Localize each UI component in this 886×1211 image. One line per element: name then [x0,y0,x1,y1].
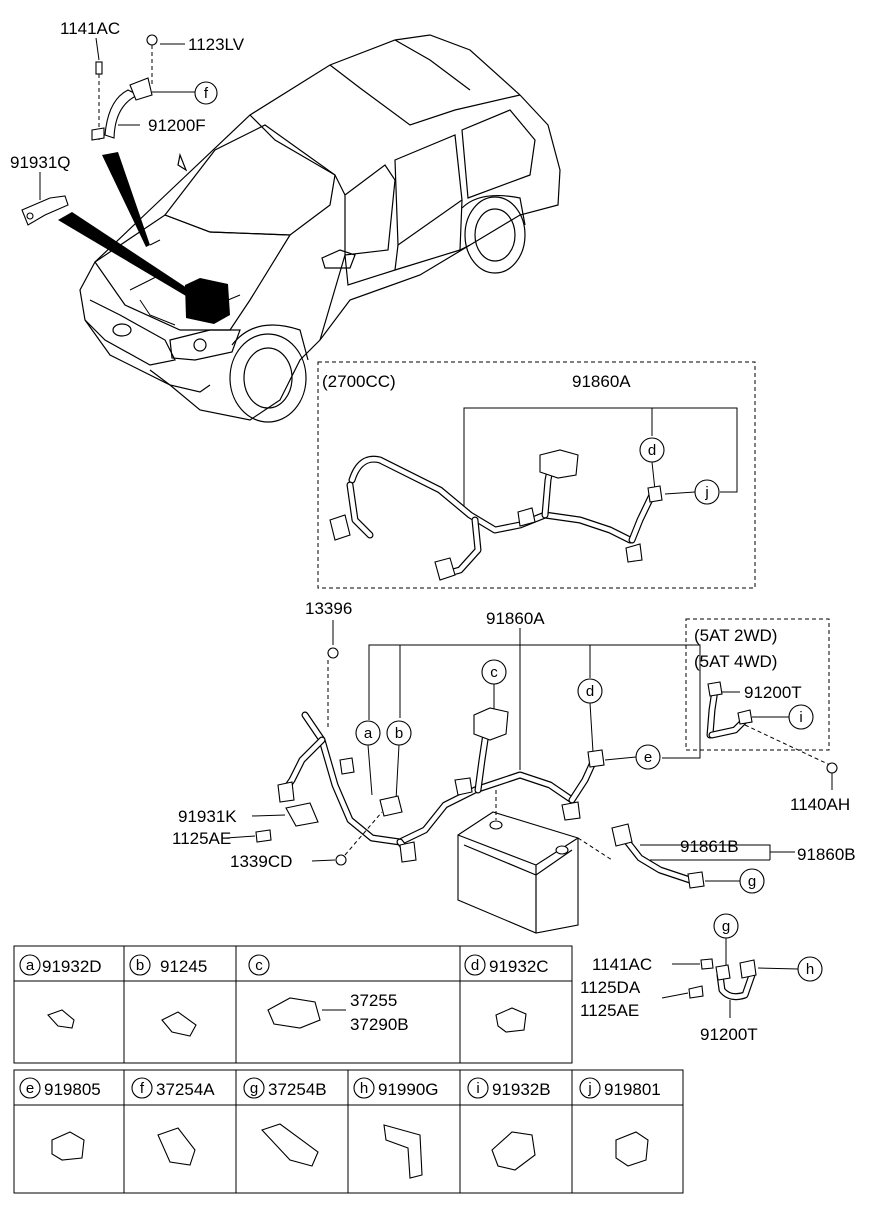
label-1125AE-main: 1125AE [172,829,231,848]
table-cell-h: h 91990G [353,1077,439,1179]
label-1125AE-gnd: 1125AE [580,1001,639,1020]
wiring-harness-main-icon [277,707,605,863]
table-letter-i: i [476,1080,479,1097]
bolt-1125AE-icon [255,829,272,843]
table-letter-e: e [26,1080,34,1097]
table-cell-j: j 919801 [579,1077,661,1167]
callout-f-circle [194,81,218,105]
callout-d-letter-box: d [648,442,656,459]
bolt-1140AH-icon [826,762,838,774]
bolt-1141AC-icon [700,958,714,970]
ground-cable-91200T-sub-icon [706,681,753,739]
label-91931K: 91931K [178,807,237,826]
label-91200T-gnd: 91200T [700,1025,758,1044]
table-cell-a: a 91932D [19,954,102,1029]
bracket-91931K-icon [285,802,319,827]
clip-91932B-icon [491,1131,536,1171]
ground-cable-91200T-icon [715,959,757,1001]
nut-13396-icon [327,647,339,659]
table-letter-g: g [250,1080,258,1097]
callout-c-letter: c [490,664,498,681]
grommet-91245-icon [161,1011,197,1037]
parts-table [13,945,684,1194]
table-letter-a: a [26,957,35,974]
table-letter-h: h [360,1080,368,1097]
variant-box-2700cc [317,361,756,589]
table-cell-f: f 37254A [131,1077,215,1166]
wiring-harness-2700cc-icon [329,449,663,581]
table-cell-c: c 37255 37290B [248,954,409,1034]
label-1123LV-top: 1123LV [188,35,245,54]
label-5at-4wd: (5AT 4WD) [694,652,777,671]
label-91931Q: 91931Q [10,153,71,172]
table-letter-j: j [587,1080,591,1097]
callout-i-letter: i [799,709,802,726]
callout-f-letter: f [204,85,209,102]
label-1141AC-gnd: 1141AC [592,955,652,974]
callout-d-letter-main: d [586,683,594,700]
callout-g-letter-main: g [748,873,756,890]
table-cell-i: i 91932B [467,1077,551,1171]
label-1339CD: 1339CD [230,852,292,871]
label-5at-2wd: (5AT 2WD) [694,626,777,645]
label-2700cc: (2700CC) [322,372,396,391]
callout-j-letter-box: j [704,484,708,501]
table-letter-d: d [471,957,479,974]
label-91200T-sub: 91200T [744,683,802,702]
clip-919805-icon [51,1131,85,1161]
table-part-91245: 91245 [160,957,207,976]
label-1140AH: 1140AH [790,795,850,814]
table-part-37290B: 37290B [350,1015,409,1034]
ground-cable-91200F-icon [91,34,158,141]
table-cell-d: d 91932C [464,954,549,1033]
label-91860A-box: 91860A [572,372,631,391]
bolt-1125DA-icon [688,985,704,999]
callout-a-letter: a [364,725,373,742]
table-part-919801: 919801 [604,1080,661,1099]
label-1125DA: 1125DA [580,978,641,997]
bracket-91931Q-icon [21,195,69,226]
table-cell-e: e 919805 [19,1077,101,1161]
label-91860B: 91860B [797,845,856,864]
bracket-91990G-icon [383,1124,423,1179]
vehicle-illustration [79,34,561,423]
nut-1339CD-icon [335,854,347,866]
clip-91932D-icon [47,1009,75,1029]
label-91861B: 91861B [680,837,739,856]
table-letter-f: f [140,1080,145,1097]
pointer-wedge-91200F [102,152,150,247]
table-part-37254A: 37254A [156,1080,215,1099]
table-part-91932B: 91932B [492,1080,551,1099]
clip-91932C-icon [495,1007,527,1033]
variant-box-5at [685,618,830,751]
callout-b-letter: b [395,725,403,742]
table-part-91990G: 91990G [378,1080,439,1099]
clip-919801-icon [615,1131,649,1167]
bracket-37254B-icon [261,1123,319,1167]
table-part-37255: 37255 [350,991,397,1010]
pointer-wedge-91931Q [58,212,190,296]
engine-bay-battery-icon [129,239,241,326]
table-part-37254B: 37254B [268,1080,327,1099]
label-1141AC-top: 1141AC [60,19,120,38]
label-91200F: 91200F [148,116,206,135]
relay-block-icon [267,997,321,1029]
battery-cable-91861B-icon [611,823,705,889]
table-cell-g: g 37254B [243,1077,327,1167]
table-letter-b: b [136,957,144,974]
callout-g-letter-gnd: g [722,918,730,935]
bracket-37254A-icon [157,1127,196,1166]
table-part-91932D: 91932D [42,957,102,976]
label-13396: 13396 [305,599,352,618]
table-letter-c: c [255,957,263,974]
table-part-919805: 919805 [44,1080,101,1099]
callout-e-letter: e [644,749,652,766]
label-91860A-main: 91860A [486,609,545,628]
table-cell-b: b 91245 [129,954,207,1037]
table-part-91932C: 91932C [489,957,549,976]
callout-h-letter: h [806,961,814,978]
battery-icon [457,790,613,934]
